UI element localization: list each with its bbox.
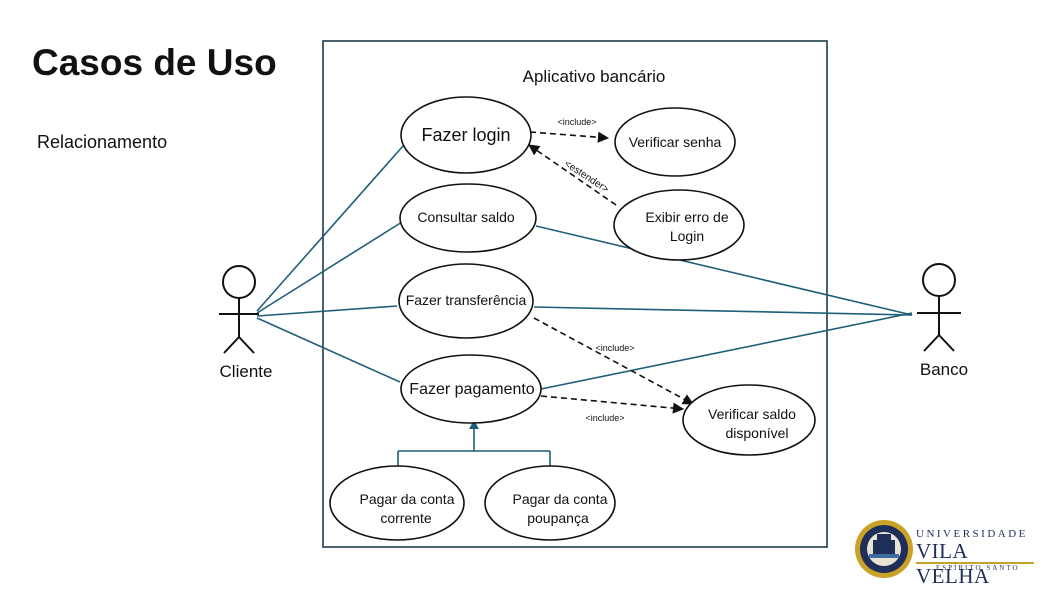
logo-line1: UNIVERSIDADE — [916, 528, 1028, 540]
uc-verificar-saldo — [682, 384, 816, 456]
uc-fazer-login — [400, 96, 532, 174]
uc-label-poupanca-2: poupança — [527, 510, 589, 526]
assoc-cliente-pagamento — [256, 317, 401, 383]
uc-label-verificar-saldo-2: disponível — [725, 425, 788, 441]
uc-consultar-saldo — [399, 183, 537, 253]
assoc-banco-pagamento — [540, 312, 913, 390]
assoc-cliente-login — [256, 145, 404, 312]
assoc-banco-transferencia — [533, 306, 913, 316]
label-include-transfer: <include> — [595, 343, 634, 353]
label-estender: <estender> — [562, 159, 611, 196]
assoc-cliente-consultar — [256, 221, 403, 314]
actor-cliente — [219, 265, 259, 354]
uc-verificar-senha — [614, 107, 736, 177]
assoc-banco-consultar — [535, 225, 913, 316]
assoc-cliente-transferencia — [256, 305, 398, 317]
actor-cliente-label: Cliente — [220, 362, 273, 381]
uc-label-erro-2: Login — [670, 228, 704, 244]
label-include-login: <include> — [557, 117, 596, 127]
uc-label-poupanca-1: Pagar da conta — [513, 491, 608, 507]
uc-label-corrente-2: corrente — [380, 510, 432, 526]
logo-line3: ESPÍRITO SANTO — [936, 564, 1020, 572]
include-pagamento-verificar — [540, 395, 685, 414]
banco-associations — [533, 225, 913, 390]
university-seal-icon — [855, 520, 913, 578]
uc-label-consultar: Consultar saldo — [417, 209, 514, 225]
uc-label-verificar-senha: Verificar senha — [629, 134, 722, 150]
uc-pagar-poupanca — [484, 465, 616, 541]
include-login-verificar — [529, 131, 610, 143]
logo-line2: VILA VELHA — [916, 539, 990, 588]
uc-label-transferencia: Fazer transferência — [406, 292, 527, 308]
actor-banco — [917, 263, 961, 352]
uc-label-pagamento: Fazer pagamento — [409, 381, 535, 398]
logo-divider — [916, 562, 1034, 564]
generalization — [397, 427, 551, 466]
uc-fazer-pagamento — [400, 354, 542, 424]
uc-label-erro-1: Exibir erro de — [645, 209, 728, 225]
slide-title: Casos de Uso — [32, 42, 277, 83]
uc-label-verificar-saldo-1: Verificar saldo — [708, 406, 796, 422]
extend-erro-login — [528, 144, 617, 206]
label-include-pagamento: <include> — [585, 413, 624, 423]
uc-exibir-erro — [613, 189, 745, 261]
cliente-associations — [256, 145, 404, 383]
uc-pagar-corrente — [329, 465, 465, 541]
generalization-arrow — [469, 420, 479, 429]
actor-banco-label: Banco — [920, 360, 968, 379]
system-name: Aplicativo bancário — [523, 67, 666, 86]
uc-fazer-transferencia — [398, 263, 534, 339]
slide-subtitle: Relacionamento — [37, 132, 168, 152]
system-boundary — [322, 40, 828, 548]
include-transfer-verificar — [533, 317, 694, 405]
uc-label-login: Fazer login — [421, 125, 510, 145]
uc-label-corrente-1: Pagar da conta — [360, 491, 455, 507]
